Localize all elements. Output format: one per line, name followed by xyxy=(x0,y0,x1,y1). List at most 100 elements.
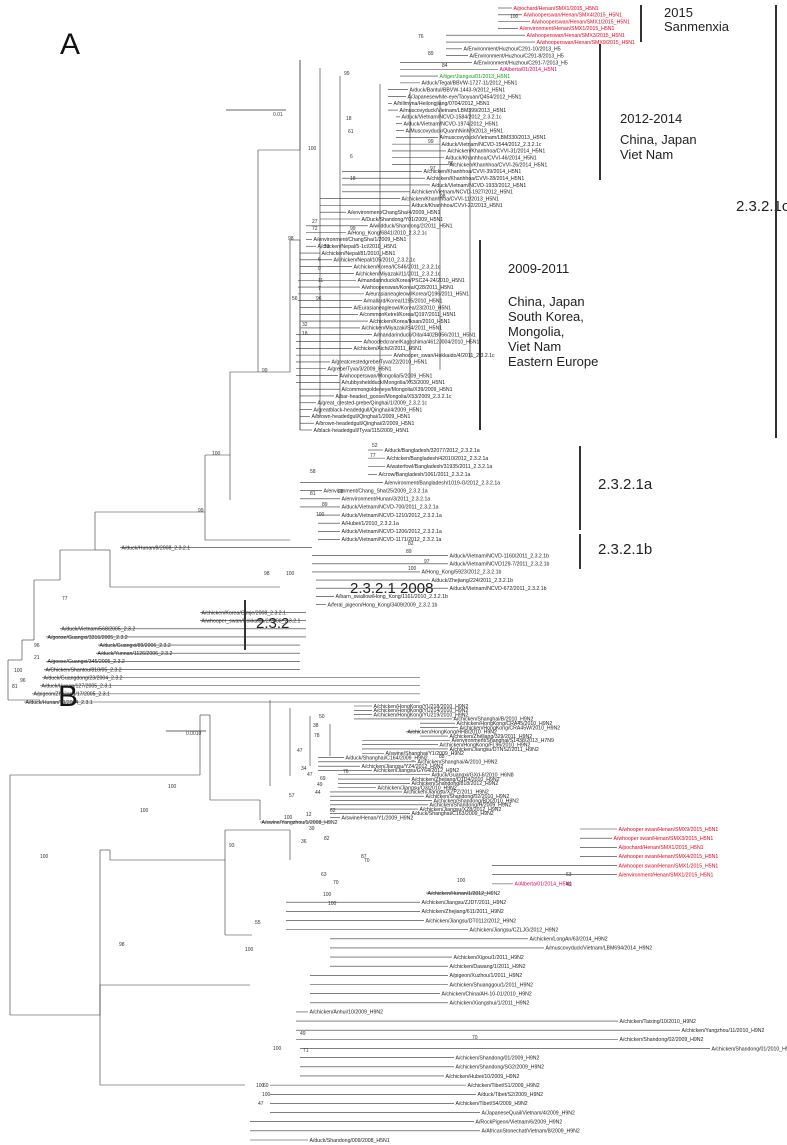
taxon-label: A/environment/Shanghai/S1438/2013_H7N9 xyxy=(452,738,554,744)
taxon-label: A/great_crested-grebe/Qinghai/1/2009_2.3… xyxy=(318,401,428,407)
taxon-label: A/Japanesewhite-eye/Taoyuan/Q454/2012_H5… xyxy=(408,94,522,100)
taxon-label: A/chicken/Aichi/2/2011_H5N1 xyxy=(354,346,422,352)
scale-label-b: 0.0010 xyxy=(186,731,202,737)
support-value: 97 xyxy=(424,559,430,565)
support-value: 70 xyxy=(364,858,370,864)
taxon-label: A/muscovyduck/Vietnam/LBM399/2013_H5N1 xyxy=(400,108,507,114)
support-value: 36 xyxy=(301,839,307,845)
support-value: 47 xyxy=(258,1101,264,1107)
clade-2009-years: 2009-2011 xyxy=(508,261,570,276)
taxon-label: A/whooperswan/Henan/SMX3/2015_H5N1 xyxy=(527,33,625,39)
taxon-label: A/duck/Shandong/009/2008_H5N1 xyxy=(310,1138,390,1144)
taxon-label: A/environment/Chang_Sha/25/2009_2.3.2.1a xyxy=(324,488,428,494)
clade-2012-years: 2012-2014 xyxy=(620,111,683,126)
taxon-label: A/chicken/Nepal/5-1cl/2010_H5N1 xyxy=(318,244,397,250)
taxon-label: A/eurasianeagleowl/Korea/Q196/2011_H5N1 xyxy=(366,292,470,298)
taxon-label: A/chicken/Shandong/H/2009_H9N2 xyxy=(430,803,512,809)
taxon-label: A/Environment/Huzhou/C291-10/2013_H5 xyxy=(464,47,561,53)
support-value: 57 xyxy=(289,793,295,799)
support-value: 100 xyxy=(245,947,254,953)
support-value: 63 xyxy=(321,872,327,878)
support-value: 50 xyxy=(319,714,325,720)
taxon-label: A/duck/Vietnam/NCVD-1171/2012_2.3.2.1a xyxy=(342,537,442,543)
clade-2321c-label: 2.3.2.1c xyxy=(736,198,787,215)
taxon-label: A/AfricanStonechat/Vietnam/8/2009_H9N2 xyxy=(482,1129,580,1135)
support-value: 100 xyxy=(140,808,149,814)
taxon-label: A/wildduck/Shandong/2/2011_H5N1 xyxy=(370,224,453,230)
taxon-label: A/whooperswan/Henan/SMX1/2015_H5N1 xyxy=(532,19,630,25)
support-value: 82 xyxy=(408,541,414,547)
support-value: 98 xyxy=(119,942,125,948)
support-value: 63 xyxy=(566,872,572,878)
taxon-label: A/chicken/Shanghai/A/2010_H9N2 xyxy=(418,760,498,766)
taxon-label: A/Eurasianeagleowl/Korea/23/2010_H5N1 xyxy=(354,305,452,311)
taxon-label: A/hillmyna/Heilongjiang/0704/2012_H5N1 xyxy=(394,101,490,107)
taxon-label: A/duck/Vietnam/NCVD-672/2011_2.3.2.1b xyxy=(450,586,547,592)
taxon-label: A/duck/Vietnam/NCVD-1933/2012_H5N1 xyxy=(432,183,527,189)
taxon-label: A/mandarinduck/Korea/PSC24-24/2010_H5N1 xyxy=(358,278,465,284)
taxon-label: A/Muscovyduck/QuanhNinh/9/2013_H5N1 xyxy=(406,128,504,134)
taxon-label: A/duck/Bantul/BBVW-1443-9/2012_H5N1 xyxy=(410,87,506,93)
support-value: 96 xyxy=(34,643,40,649)
taxon-label: A/duck/Vietnam/NCVD-1206/2012_2.3.2.1a xyxy=(342,529,442,535)
support-value: 49 xyxy=(566,882,572,888)
support-value: 27 xyxy=(312,219,318,225)
taxon-label: A/environment/ChangSha/1/2009_H5N1 xyxy=(314,237,407,243)
taxon-label: A/duck/Vietnam/NCVD-1544/2012_2.3.2.1c xyxy=(442,142,542,148)
taxon-label: A/chicken/Shandong/01/2010_H9N2 xyxy=(712,1046,787,1052)
support-value: 81 xyxy=(310,491,316,497)
support-value: 100 xyxy=(328,901,337,907)
taxon-label: A/bar-headed_goose/Mongolia/X53/2009_2.3… xyxy=(336,394,452,400)
clade-2015-year: 2015 xyxy=(664,5,693,20)
support-value: 84 xyxy=(442,63,448,69)
taxon-label: A/chicken/Hunan/1/2012_H9N2 xyxy=(428,891,501,897)
taxon-label: A/chicken/Jiangsu/XZ8/2012_H9N2 xyxy=(420,807,502,813)
taxon-label: A/chicken/HongKong/YU218/2010_H9N2 xyxy=(374,704,469,710)
taxon-label: A/chicken/Miyazaki/11/2011_2.3.2.1c xyxy=(356,271,441,277)
taxon-label: A/duck/Zhejiang/224/2011_2.3.2.1b xyxy=(432,578,514,584)
taxon-label: A/chicken/Korea/IC546/2011_2.3.2.1c xyxy=(354,264,441,270)
taxon-label: A/whooper swan/Henan/SMX9/2015_H5N1 xyxy=(619,827,719,833)
taxon-label: A/chicken/Shandong/818/2012_H9N2 xyxy=(412,781,499,787)
support-value: 6 xyxy=(350,154,353,160)
taxon-label: A/chicken/Khanhhoa/CVVI-39/2014_H5N1 xyxy=(424,169,522,175)
support-value: 77 xyxy=(370,453,376,459)
taxon-label: A/mandarinduck/Oita/4402B056/2011_H5N1 xyxy=(374,333,476,339)
support-value: 100 xyxy=(408,566,417,572)
taxon-label: A/duck/Khanhhoa/CVVI-46/2014_H5N1 xyxy=(446,156,537,162)
taxon-label: A/pigeon/Xuzhou/1/2011_H9N2 xyxy=(450,973,523,979)
clade-2321-label: 2.3.2.1 2008 xyxy=(350,580,434,597)
support-value: 99 xyxy=(350,226,356,232)
taxon-label: A/tiger/Jiangsu/01/2013_H5N1 xyxy=(440,74,511,80)
taxon-label: A/chicken/Shandong/BD/2010_H9N2 xyxy=(434,798,519,804)
taxon-label: A/chicken/Anhui/10/2009_H9N2 xyxy=(310,1010,384,1016)
support-value: 82 xyxy=(324,836,330,842)
support-value: 100 xyxy=(273,1046,282,1052)
taxon-label: A/chicken/Xigou/1/2011_H9N2 xyxy=(454,955,524,961)
taxon-label: A/whooperswan/Henan/SMX9/2015_H5N1 xyxy=(537,40,635,46)
taxon-label: A/chicken/Miyazaki/S4/2011_H5N1 xyxy=(362,326,443,332)
clade-2321a-label: 2.3.2.1a xyxy=(598,476,653,493)
taxon-label: A/hoodedcrane/Kagoshima/4612J004/2010_H5… xyxy=(364,339,480,345)
taxon-label: A/Alberta/01/2014_H5N1 xyxy=(500,67,558,73)
support-value: 76 xyxy=(418,34,424,40)
support-value: 34 xyxy=(301,766,307,772)
taxon-label: A/chicken/Bangladesh/42010/2012_2.3.2.1a xyxy=(387,456,489,462)
taxon-label: A/duck/Vietnam/NCVD129-7/2011_2.3.2.1b xyxy=(450,562,550,568)
taxon-label: A/barn_swallow/Hong_Kong/1161/2010_2.3.2… xyxy=(336,594,448,600)
clade-2012-region-2: Viet Nam xyxy=(620,147,674,162)
taxon-label: A/Hubei/1/2010_2.3.2.1a xyxy=(342,521,400,527)
taxon-label: A/chicken/HongKong/YU214/2010_H9N2 xyxy=(374,708,469,714)
clade-2012-region-1: China, Japan xyxy=(620,132,697,147)
clade-2321b-label: 2.3.2.1b xyxy=(598,541,653,558)
support-value: 100 xyxy=(323,892,332,898)
taxon-label: A/chicken/Shuanggou/1/2011_H9N2 xyxy=(450,982,534,988)
taxon-label: A/commonKetrel/Korea/Q197/2011_H5N1 xyxy=(360,312,457,318)
taxon-label: A/whooper swan/Henan/SMX1/2015_H5N1 xyxy=(619,863,719,869)
support-value: 28 xyxy=(338,489,344,495)
support-value: 49 xyxy=(300,1031,306,1037)
taxon-label: A/feral_pigeon/Hong_Kong/3409/2009_2.3.2… xyxy=(328,602,438,608)
support-value: 100 xyxy=(308,146,317,152)
taxon-label: A/chicken/HongKong/HH8/2010_H9N2 xyxy=(408,730,498,736)
